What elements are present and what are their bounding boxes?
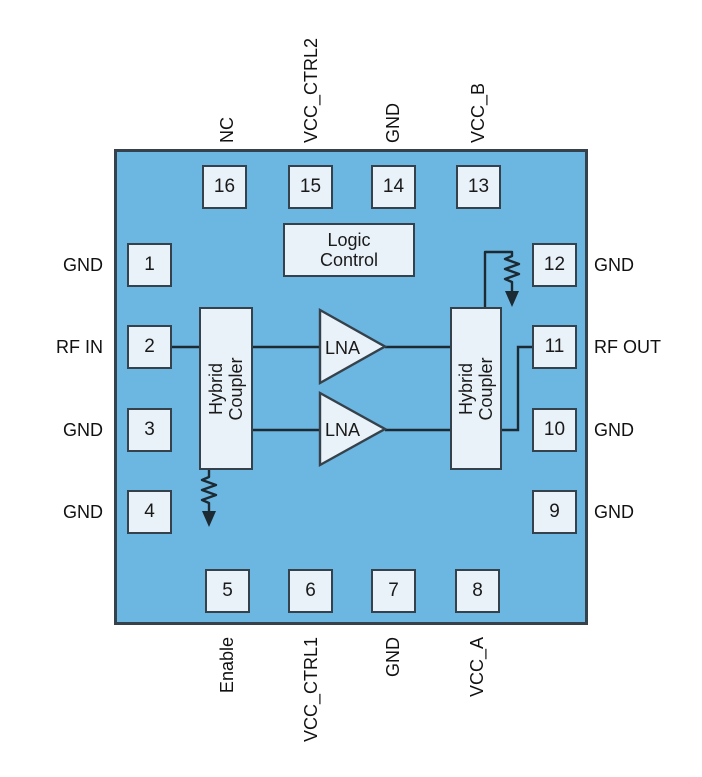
pin-13: 13: [456, 165, 501, 209]
output-hybrid-coupler-label: Hybrid Coupler: [456, 356, 496, 421]
pin-1-label: GND: [63, 255, 103, 275]
input-hybrid-coupler-block: Hybrid Coupler: [199, 307, 253, 470]
input-hybrid-coupler-label: Hybrid Coupler: [206, 356, 246, 421]
logic-control-block: Logic Control: [283, 223, 415, 277]
logic-control-label: Logic Control: [319, 230, 379, 270]
lna-bottom-label: LNA: [325, 420, 360, 440]
pin-4-label: GND: [63, 502, 103, 522]
lna-top-triangle: [318, 307, 388, 386]
output-hybrid-coupler-block: Hybrid Coupler: [450, 307, 502, 470]
pin-2-label: RF IN: [56, 337, 103, 357]
pin-9: 9: [532, 490, 577, 534]
pin-9-label: GND: [594, 502, 634, 522]
pin-1: 1: [127, 243, 172, 287]
ground-arrow-input: [202, 511, 216, 527]
pin-5: 5: [205, 569, 250, 613]
pin-7-label: GND: [383, 637, 403, 677]
pin-10: 10: [532, 408, 577, 452]
pin-12: 12: [532, 243, 577, 287]
pin-12-label: GND: [594, 255, 634, 275]
pin-3-label: GND: [63, 420, 103, 440]
pin-8-label: VCC_A: [467, 637, 487, 698]
pin-4: 4: [127, 490, 172, 534]
pin-7: 7: [371, 569, 416, 613]
pin-14: 14: [371, 165, 416, 209]
resistor-input-termination: [200, 470, 218, 512]
lna-bottom-triangle: [318, 390, 388, 468]
pin-11-label: RF OUT: [594, 337, 661, 357]
pin-3: 3: [127, 408, 172, 452]
pin-16: 16: [202, 165, 247, 209]
pin-5-label: Enable: [217, 637, 237, 694]
lna-top-label: LNA: [325, 338, 360, 358]
pin-14-label: GND: [383, 103, 403, 143]
pin-8: 8: [455, 569, 500, 613]
pin-15-label: VCC_CTRL2: [301, 37, 321, 143]
pin-2: 2: [127, 325, 172, 369]
pin-11: 11: [532, 325, 577, 369]
resistor-output-termination: [483, 250, 521, 307]
pin-6: 6: [288, 569, 333, 613]
pin-13-label: VCC_B: [468, 82, 488, 143]
ground-arrow-output: [505, 291, 519, 307]
pin-15: 15: [288, 165, 333, 209]
pin-6-label: VCC_CTRL1: [301, 637, 321, 743]
pin-10-label: GND: [594, 420, 634, 440]
pin-16-label: NC: [217, 117, 237, 143]
wire-rfout: [502, 345, 532, 432]
